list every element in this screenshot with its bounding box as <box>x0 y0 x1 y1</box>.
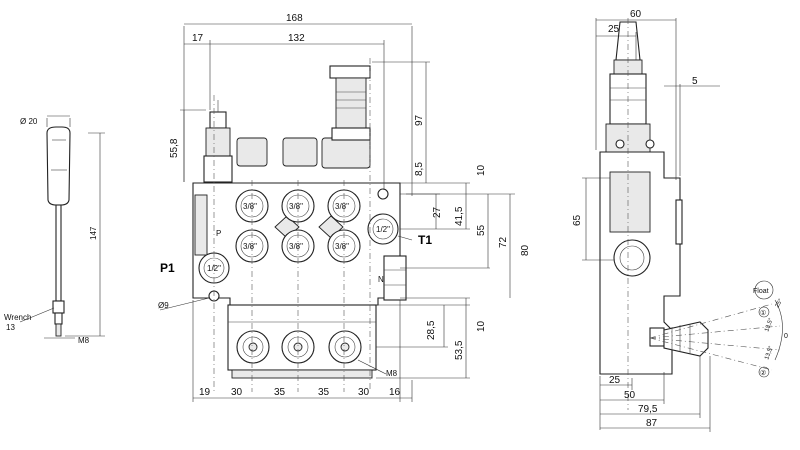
side-dim-25-bottom: 25 <box>609 375 621 386</box>
bottom-dim-2: 35 <box>274 387 286 398</box>
port-label-a3: 3/8" <box>335 202 349 211</box>
side-view-geometry <box>599 18 781 410</box>
thread-label: M8 <box>386 369 398 378</box>
handle-height-label: 147 <box>89 226 98 240</box>
lever-pos-0: 0 <box>784 333 788 340</box>
p1-label: P1 <box>160 261 175 275</box>
dim-27: 27 <box>432 206 443 218</box>
dim-132: 132 <box>288 33 305 44</box>
lever-pos-1: ① <box>760 309 766 317</box>
port-label-b3: 3/8" <box>335 242 349 251</box>
lever-angle-b: 13,5° <box>764 317 775 333</box>
wrench-size-label: 13 <box>6 323 15 332</box>
dim-8-5: 8,5 <box>414 162 425 176</box>
port-label-b1: 3/8" <box>243 242 257 251</box>
hole-label: Ø9 <box>158 301 169 310</box>
handle-thread-label: M8 <box>78 336 90 345</box>
bottom-dim-4: 30 <box>358 387 370 398</box>
bottom-dim-3: 35 <box>318 387 330 398</box>
dim-10-top: 10 <box>476 164 487 176</box>
body-letter-p: P <box>216 229 221 238</box>
p-port-size: 1/2" <box>207 264 221 273</box>
lever-pos-2: ② <box>760 369 766 377</box>
dim-168: 168 <box>286 13 303 24</box>
port-label-a1: 3/8" <box>243 202 257 211</box>
lever-angle-a: 25° <box>775 298 785 309</box>
bottom-dim-5: 16 <box>389 387 401 398</box>
handle-diameter-label: Ø 20 <box>20 117 38 126</box>
side-dim-5: 5 <box>692 76 698 87</box>
dim-55-8: 55,8 <box>169 138 180 158</box>
bottom-dim-0: 19 <box>199 387 211 398</box>
side-dim-25-top: 25 <box>608 24 620 35</box>
side-dim-60: 60 <box>630 9 642 20</box>
side-view-dimensions <box>582 18 783 432</box>
dim-41-5: 41,5 <box>454 206 465 226</box>
dim-28-5: 28,5 <box>426 320 437 340</box>
side-dim-79-5: 79,5 <box>638 404 658 415</box>
port-label-a2: 3/8" <box>289 202 303 211</box>
lever-angle-c: 13,5° <box>764 345 775 361</box>
dim-80: 80 <box>520 244 531 256</box>
dim-17: 17 <box>192 33 204 44</box>
t-port-size: 1/2" <box>376 225 390 234</box>
dim-53-5: 53,5 <box>454 340 465 360</box>
t1-label: T1 <box>418 233 432 247</box>
port-label-b2: 3/8" <box>289 242 303 251</box>
dim-55: 55 <box>476 224 487 236</box>
dim-72: 72 <box>498 236 509 248</box>
front-view-geometry <box>192 58 407 392</box>
lever-float-label: Float <box>753 288 769 295</box>
side-dim-65: 65 <box>572 214 583 226</box>
bottom-dim-1: 30 <box>231 387 243 398</box>
n-label: N <box>378 275 384 284</box>
dim-10-bottom: 10 <box>476 320 487 332</box>
side-dim-87: 87 <box>646 418 658 429</box>
side-dim-50: 50 <box>624 390 636 401</box>
front-view-dimensions <box>159 23 515 402</box>
wrench-label: Wrench <box>4 313 31 322</box>
handle-view <box>19 115 105 339</box>
dim-97: 97 <box>414 114 425 126</box>
